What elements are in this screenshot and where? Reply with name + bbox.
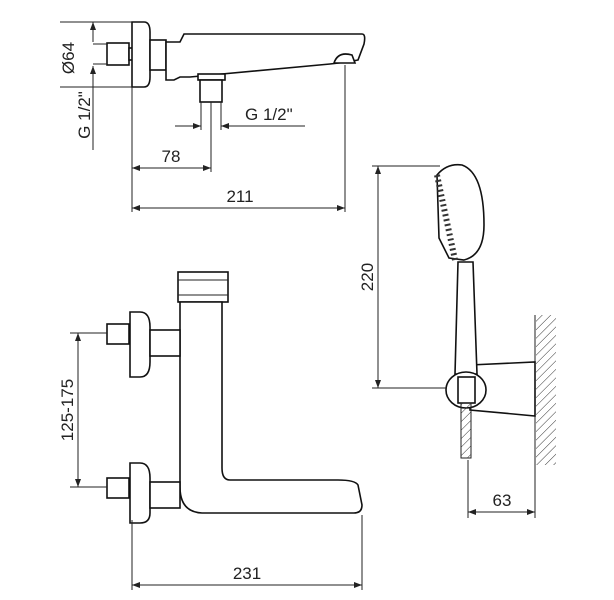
spout-length-front-label: 231 xyxy=(233,564,261,583)
holder-projection-label: 63 xyxy=(493,491,512,510)
top-knob xyxy=(106,42,130,66)
wall-hatch xyxy=(536,315,556,465)
center-distance-label: 125-175 xyxy=(58,379,77,441)
spout-length-top-label: 211 xyxy=(226,187,253,206)
thread-outlet-label: G 1/2" xyxy=(245,105,293,124)
outlet-offset-label: 78 xyxy=(162,147,181,166)
thread-wall-label: G 1/2" xyxy=(75,91,94,139)
shower-hose xyxy=(460,402,472,459)
lower-knob xyxy=(106,477,130,499)
shower-handle xyxy=(454,261,478,375)
temperature-knob xyxy=(177,271,229,303)
diameter-plate-label: Ø64 xyxy=(59,42,78,74)
hand-shower-view: 220 63 xyxy=(358,163,556,518)
upper-knob xyxy=(106,323,130,345)
front-body-spout xyxy=(179,301,363,514)
top-view: Ø64 G 1/2" G 1/2" 78 211 xyxy=(59,21,366,212)
top-wall-plate xyxy=(131,21,151,88)
top-spout xyxy=(165,33,366,81)
shower-height-label: 220 xyxy=(358,263,377,291)
front-view: 125-175 231 xyxy=(58,271,363,590)
shower-head xyxy=(436,163,485,261)
